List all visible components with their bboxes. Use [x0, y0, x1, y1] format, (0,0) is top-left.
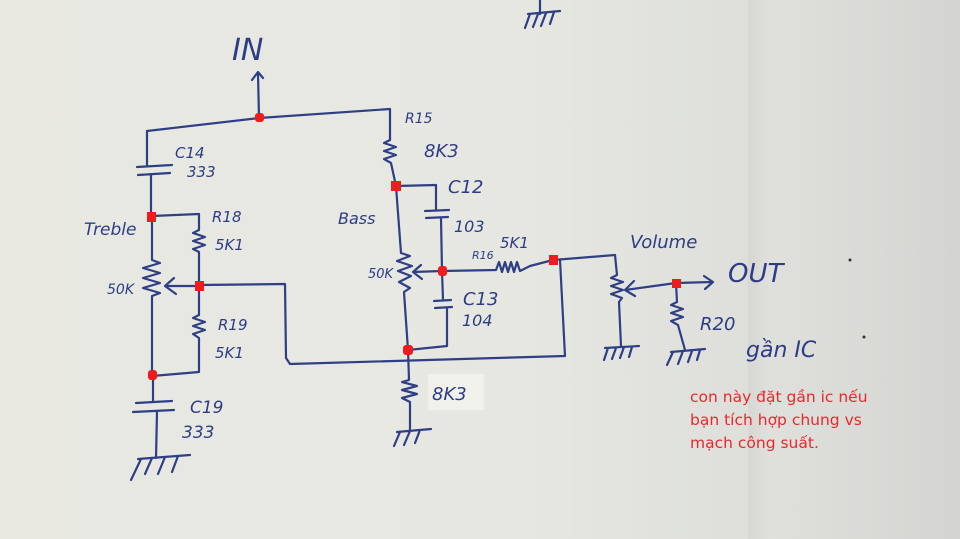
capacitor-c13 [406, 269, 454, 352]
junction-nodes [147, 113, 681, 380]
c13-value: 104 [462, 311, 493, 330]
treble-potentiometer [141, 216, 202, 377]
r15-value: 8K3 [424, 141, 459, 162]
volume-potentiometer [551, 253, 678, 362]
r16-value: 5K1 [500, 234, 529, 252]
resistor-bottom-8k3 [392, 348, 433, 448]
capacitor-c14 [135, 129, 174, 218]
capacitor-c19 [129, 374, 192, 482]
c12-value: 103 [454, 217, 485, 236]
junction-node [255, 113, 264, 122]
resistor-r19 [150, 284, 207, 378]
paper-fold-shadow [748, 0, 960, 539]
c19-value: 333 [182, 423, 214, 443]
annotation-line: con này đặt gần ic nếu [690, 388, 868, 406]
annotation-line: mạch công suất. [690, 434, 819, 452]
junction-node [438, 266, 447, 276]
input-rail [145, 107, 392, 142]
bass-pot-value: 50K [368, 267, 395, 282]
input-label: IN [232, 33, 263, 68]
junction-node [147, 212, 156, 222]
resistor-r16 [440, 258, 555, 274]
c14-value: 333 [187, 163, 216, 181]
output-label: OUT [728, 259, 785, 289]
c14-ref: C14 [175, 144, 205, 162]
bottom-resistor-label-box [428, 374, 484, 410]
treble-to-output-wire [197, 258, 567, 366]
ground-symbol-top [523, 0, 562, 30]
junction-node [148, 370, 157, 380]
bass-potentiometer [394, 184, 444, 352]
paper-speck [862, 335, 866, 339]
resistor-r18 [150, 212, 207, 288]
r19-value: 5K1 [215, 344, 244, 362]
paper-speck [848, 258, 852, 262]
volume-label: Volume [630, 232, 697, 253]
resistor-r15 [382, 138, 398, 188]
c13-ref: C13 [463, 289, 498, 310]
r19-ref: R19 [218, 316, 248, 334]
junction-node [549, 255, 558, 265]
placement-annotation: con này đặt gần ic nếu bạn tích hợp chun… [690, 386, 940, 455]
r18-value: 5K1 [215, 236, 244, 254]
output-placement-note: gần IC [746, 338, 817, 363]
c12-ref: C12 [448, 177, 483, 198]
input-arrow [250, 70, 265, 119]
r18-ref: R18 [212, 208, 242, 226]
c19-ref: C19 [190, 398, 224, 418]
r16-ref: R16 [472, 249, 494, 262]
treble-label: Treble [84, 220, 137, 240]
resistor-r20 [665, 281, 707, 367]
annotation-line: bạn tích hợp chung vs [690, 411, 862, 429]
r20-ref: R20 [700, 314, 735, 335]
bottom-resistor-value: 8K3 [432, 384, 467, 405]
junction-node [403, 345, 413, 355]
r15-ref: R15 [405, 111, 433, 127]
junction-node [195, 281, 204, 291]
bass-label: Bass [338, 209, 375, 228]
capacitor-c12 [394, 183, 451, 273]
junction-node [391, 181, 401, 191]
junction-node [672, 279, 681, 288]
output-arrow [674, 274, 715, 291]
treble-pot-value: 50K [107, 282, 136, 298]
